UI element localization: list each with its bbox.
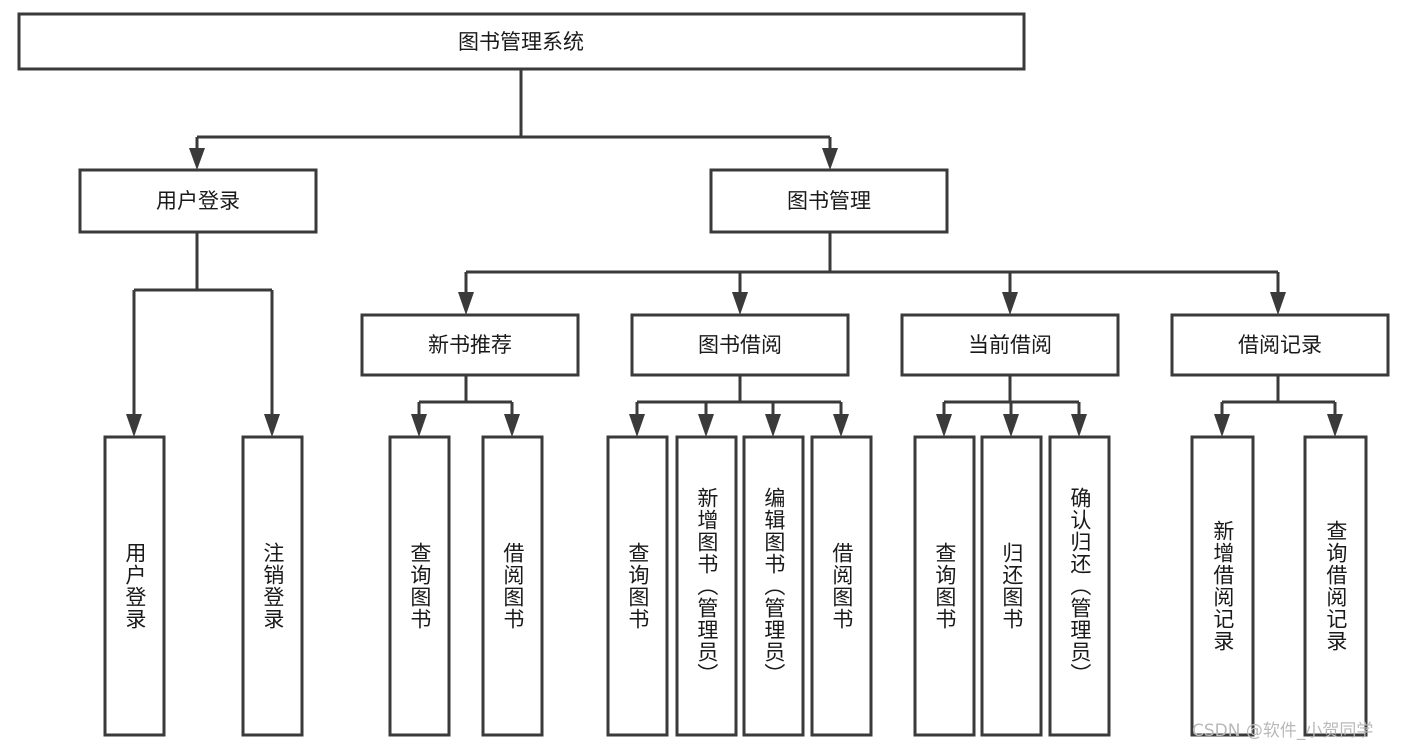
leaf-box-bb-add-book[interactable] xyxy=(675,435,738,737)
arrowhead-bb-child-3 xyxy=(765,414,781,437)
watermark-label: CSDN @软件_小贺同学 xyxy=(1192,721,1374,741)
leaf-box-cb-confirm-return[interactable] xyxy=(1048,435,1111,737)
node-book-borrow-box[interactable] xyxy=(630,313,850,377)
arrowhead-cb-child-3 xyxy=(1071,414,1087,437)
leaf-box-nbr-query-book[interactable] xyxy=(388,435,451,737)
arrowhead-book-manage xyxy=(822,148,838,170)
arrowhead-leaf-user-login xyxy=(126,414,142,437)
arrowhead-nbr-child-1 xyxy=(411,414,427,437)
leaf-box-cb-return-book[interactable] xyxy=(980,435,1043,737)
node-current-borrow-box[interactable] xyxy=(900,313,1120,377)
node-borrow-record-label: 借阅记录 xyxy=(1238,333,1322,357)
leaf-box-bb-query-book[interactable] xyxy=(606,435,669,737)
arrowhead-cb-child-2 xyxy=(1003,414,1019,437)
leaf-box-br-add-record[interactable] xyxy=(1190,435,1255,737)
leaf-box-cb-query-book[interactable] xyxy=(913,435,976,737)
arrowhead-borrow-record xyxy=(1270,292,1286,315)
arrowhead-current-borrow xyxy=(1002,292,1018,315)
leaf-box-bb-borrow-book[interactable] xyxy=(810,435,873,737)
node-root-label: 图书管理系统 xyxy=(458,30,584,54)
node-root-box[interactable] xyxy=(17,12,1026,71)
arrowhead-book-borrow xyxy=(732,292,748,315)
node-user-login-box[interactable] xyxy=(78,168,318,234)
nodes-group: 图书管理系统 用户登录 图书管理 新书推荐 图书借阅 当前借阅 借阅记录 xyxy=(17,12,1390,737)
leaf-box-br-query-record[interactable] xyxy=(1303,435,1368,737)
connectors-group xyxy=(126,68,1343,437)
leaf-box-logout[interactable] xyxy=(241,435,304,737)
node-borrow-record-box[interactable] xyxy=(1170,313,1390,377)
node-book-borrow-label: 图书借阅 xyxy=(698,333,782,357)
leaf-box-user-login[interactable] xyxy=(103,435,166,737)
node-user-login-label: 用户登录 xyxy=(156,189,240,213)
arrowhead-bb-child-2 xyxy=(698,414,714,437)
arrowhead-br-child-2 xyxy=(1327,414,1343,437)
node-new-book-recommend-label: 新书推荐 xyxy=(428,333,512,357)
node-current-borrow-label: 当前借阅 xyxy=(968,333,1052,357)
arrowhead-user-login xyxy=(189,148,205,170)
arrowhead-nbr-child-2 xyxy=(504,414,520,437)
arrowhead-leaf-logout xyxy=(264,414,280,437)
arrowhead-bb-child-4 xyxy=(833,414,849,437)
arrowhead-bb-child-1 xyxy=(629,414,645,437)
node-new-book-recommend-box[interactable] xyxy=(360,313,580,377)
leaf-box-bb-edit-book[interactable] xyxy=(742,435,805,737)
arrowhead-br-child-1 xyxy=(1214,414,1230,437)
arrowhead-cb-child-1 xyxy=(936,414,952,437)
leaf-box-nbr-borrow-book[interactable] xyxy=(481,435,544,737)
node-book-manage-label: 图书管理 xyxy=(787,189,871,213)
node-book-manage-box[interactable] xyxy=(709,168,949,234)
arrowhead-new-book-recommend xyxy=(458,292,474,315)
